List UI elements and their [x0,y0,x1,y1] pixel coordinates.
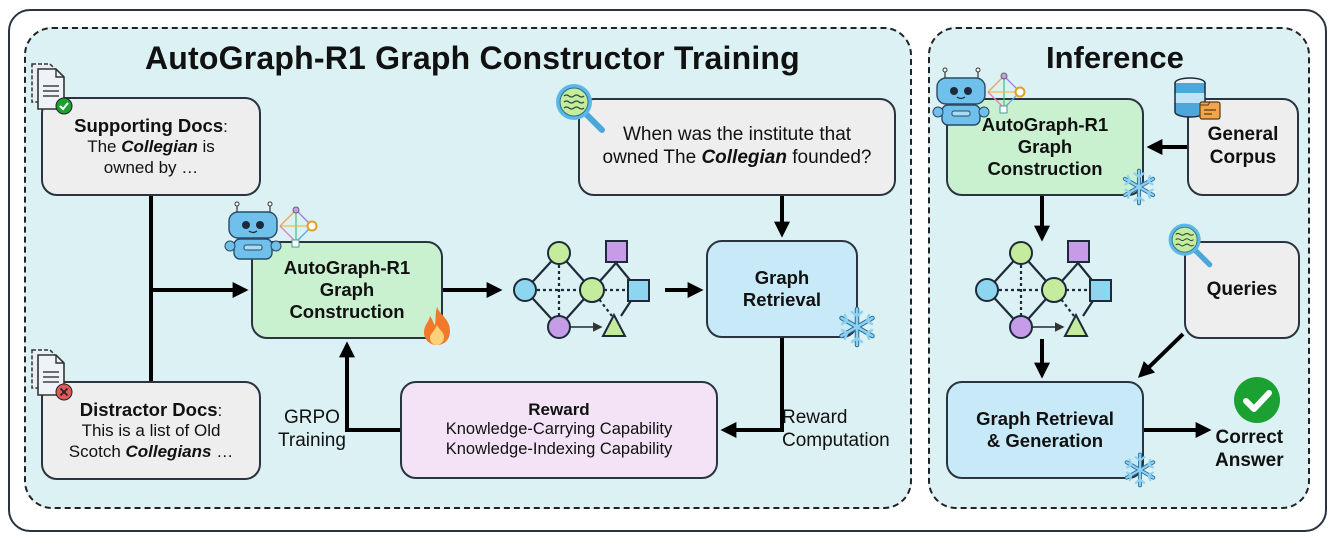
database-icon [1174,77,1221,120]
text: The [87,137,122,157]
colon: : [217,400,223,420]
graph-node [975,278,999,302]
graph-node [547,241,571,265]
box-label: Graph [1017,135,1073,157]
reward-item: Knowledge-Indexing Capability [445,440,673,459]
query-box: When was the institute that owned The Co… [578,98,896,196]
graph-node [1063,312,1089,337]
emphasis-text: Collegian [701,147,787,168]
graph-node [1009,241,1033,265]
document-cross-icon [31,349,73,401]
graph-node [1067,240,1090,263]
query-text: owned The [602,147,702,168]
box-label: AutoGraph-R1 [283,256,411,278]
label-line: Correct [1215,427,1284,448]
reward-title: Reward [528,400,590,419]
box-label: AutoGraph-R1 [981,113,1109,135]
box-label: Retrieval [742,289,822,310]
graph-node [579,277,605,303]
graph-node [547,315,571,339]
query-line: When was the institute that [622,124,852,146]
text: This is a list of Old [81,421,221,441]
graph-node [1009,315,1033,339]
grpo-training-label: GRPO Training [278,407,346,453]
graph-node [1089,279,1112,302]
supporting-docs-box: Supporting Docs: The Collegian is owned … [41,97,261,196]
robot-icon [932,67,1026,126]
fire-icon [424,307,450,345]
document-check-icon [31,63,73,115]
correct-answer-label: Correct Answer [1215,427,1284,473]
box-label: & Generation [986,430,1104,451]
graph-retrieval-box: Graph Retrieval [706,240,858,338]
distractor-docs-label: Distractor Docs [79,398,218,420]
query-text: founded? [786,147,872,168]
graph-node [605,240,628,263]
reward-item: Knowledge-Carrying Capability [445,420,673,439]
reward-computation-label: Reward Computation [782,407,890,453]
graph-construction-training-box: AutoGraph-R1 Graph Construction [251,241,443,339]
text: is [197,137,215,157]
snowflake-icon [839,306,875,348]
inference-title: Inference [1046,40,1184,75]
check-circle-icon [1234,377,1280,423]
graph-node [627,279,650,302]
label-line: Training [278,429,346,451]
snowflake-icon [1124,452,1156,488]
label-line: GRPO [284,407,340,428]
box-label: Graph Retrieval [976,407,1114,429]
box-label: Graph [319,278,375,300]
distractor-docs-box: Distractor Docs: This is a list of Old S… [41,381,261,480]
graph-node [601,312,627,337]
supporting-docs-label: Supporting Docs [74,114,224,136]
label-line: Computation [782,429,890,451]
emphasis-text: Collegian [121,137,198,157]
training-title: AutoGraph-R1 Graph Constructor Training [145,40,800,76]
box-label: Graph [754,266,810,288]
label-line: Reward [782,407,848,428]
box-label: Construction [987,158,1103,180]
colon: : [223,116,228,136]
graph-retrieval-generation-box: Graph Retrieval & Generation [946,381,1144,479]
emphasis-text: Collegians [125,441,212,461]
search-query-icon [1168,223,1213,268]
reward-box: Reward Knowledge-Carrying Capability Kno… [400,381,718,479]
knowledge-graph-icon [975,240,1112,339]
box-label: General [1207,124,1279,146]
box-label: Construction [289,301,405,323]
graph-node [1041,277,1067,303]
search-query-icon [556,84,605,133]
knowledge-graph-icon [513,240,650,339]
text: Scotch [68,441,126,461]
text: owned by … [103,157,199,177]
robot-icon [224,201,318,260]
snowflake-icon [1122,168,1156,206]
text: … [211,441,234,461]
box-label: Corpus [1209,147,1277,168]
box-label: Queries [1206,278,1278,300]
label-line: Answer [1215,449,1284,471]
graph-node [513,278,537,302]
